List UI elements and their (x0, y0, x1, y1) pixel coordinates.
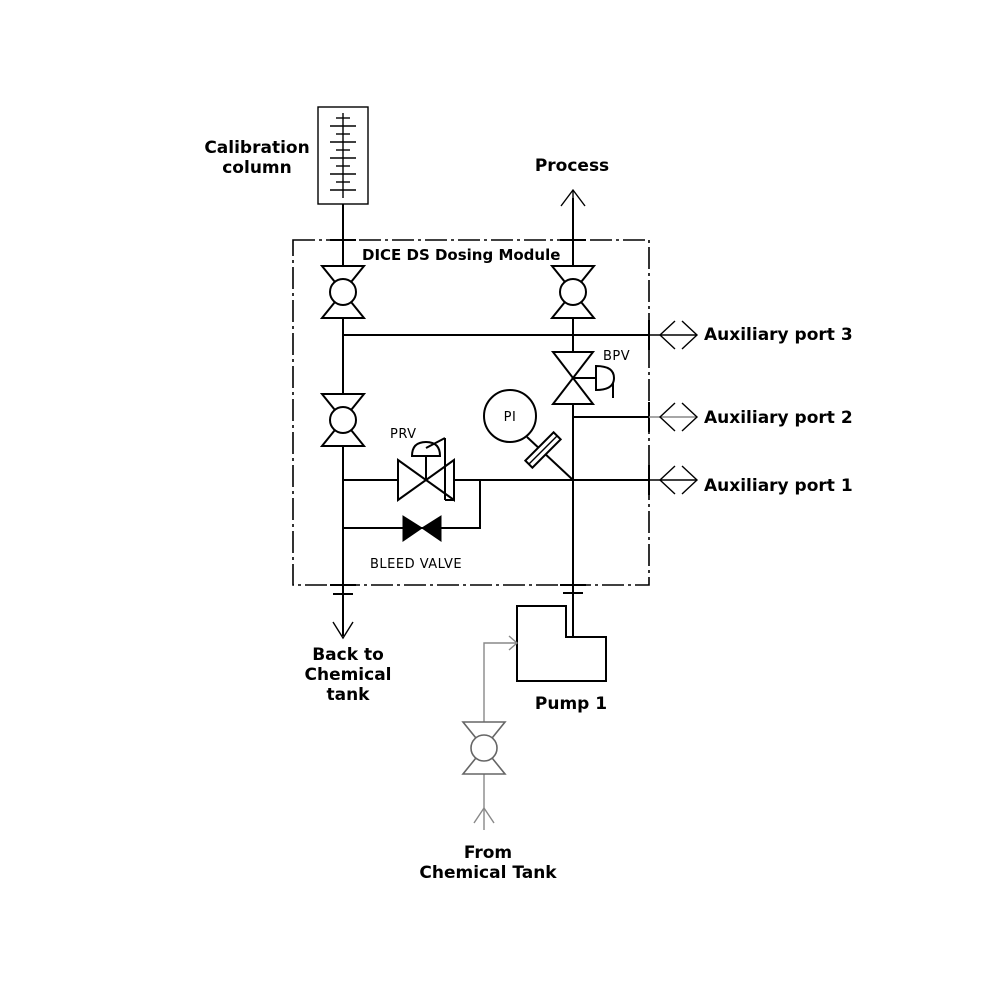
back-to-tank-line3: tank (326, 685, 370, 705)
aux-port-3-connector (648, 320, 699, 350)
pressure-indicator (483, 389, 574, 481)
bpv-valve (550, 351, 616, 405)
process-label: Process (535, 156, 609, 176)
from-tank-line1: From (464, 843, 512, 863)
from-tank-arrow (473, 806, 495, 824)
bleed-valve (402, 515, 442, 542)
ball-valve-suction (461, 721, 507, 775)
back-to-tank-line2: Chemical (304, 665, 391, 685)
ball-valve-left-top (319, 265, 367, 319)
calibration-column (317, 106, 369, 205)
suction-pipe (483, 642, 517, 722)
aux-port-2-connector (648, 402, 699, 432)
bpv-label: BPV (603, 349, 630, 364)
back-to-tank-line1: Back to (312, 645, 384, 665)
calibration-label-line1: Calibration (204, 138, 309, 158)
calibration-label-line2: column (222, 158, 292, 178)
ball-valve-left-middle (319, 393, 367, 447)
prv-bypass-pipe (343, 480, 481, 529)
prv-label: PRV (390, 427, 417, 442)
back-to-tank-arrow (332, 621, 354, 640)
aux-port-3-label: Auxiliary port 3 (704, 325, 853, 345)
ball-valve-right-top (549, 265, 597, 319)
from-tank-line2: Chemical Tank (419, 863, 557, 883)
pump-inlet-arrow (508, 635, 519, 651)
module-title: DICE DS Dosing Module (362, 246, 560, 264)
aux-port-2-label: Auxiliary port 2 (704, 408, 853, 428)
bleed-valve-label: BLEED VALVE (370, 557, 462, 572)
aux-port-1-label: Auxiliary port 1 (704, 476, 853, 496)
pump-label: Pump 1 (535, 694, 607, 714)
pi-label: PI (504, 410, 517, 425)
prv-valve (397, 437, 455, 502)
aux-port-1-connector (648, 465, 699, 495)
pump (516, 605, 607, 682)
